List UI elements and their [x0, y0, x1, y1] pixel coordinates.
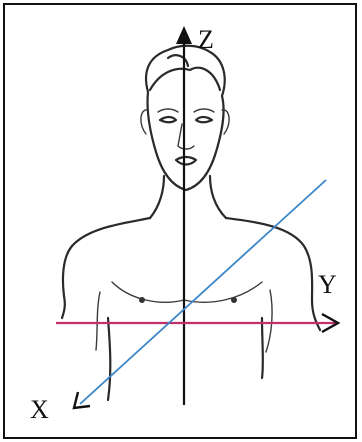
- z-axis-label: Z: [198, 25, 214, 54]
- arrow-head: [74, 392, 90, 408]
- x-axis-label: X: [30, 395, 49, 424]
- arrow-head: [176, 26, 192, 44]
- x-axis: X: [30, 180, 326, 424]
- face-outline: [147, 92, 223, 190]
- right-inner-arm: [266, 290, 272, 352]
- right-nipple: [231, 297, 237, 303]
- left-torso-side: [108, 318, 110, 400]
- y-axis-label: Y: [318, 270, 337, 299]
- mouth: [176, 157, 196, 165]
- chest-line: [112, 282, 262, 302]
- right-eye: [196, 117, 212, 122]
- nose: [178, 124, 194, 149]
- neck-left: [150, 176, 164, 218]
- left-eyebrow: [158, 109, 178, 112]
- right-torso-side: [262, 318, 263, 378]
- left-inner-arm: [96, 292, 100, 350]
- left-shoulder-arm: [62, 218, 150, 318]
- right-eyebrow: [194, 109, 214, 112]
- left-ear: [141, 110, 148, 134]
- neck-right: [210, 176, 226, 218]
- right-shoulder-arm: [226, 218, 320, 330]
- left-nipple: [139, 297, 145, 303]
- left-eye: [160, 117, 176, 122]
- x-axis-line: [80, 180, 326, 404]
- human-torso-sketch: [62, 46, 320, 400]
- z-axis: Z: [176, 25, 214, 405]
